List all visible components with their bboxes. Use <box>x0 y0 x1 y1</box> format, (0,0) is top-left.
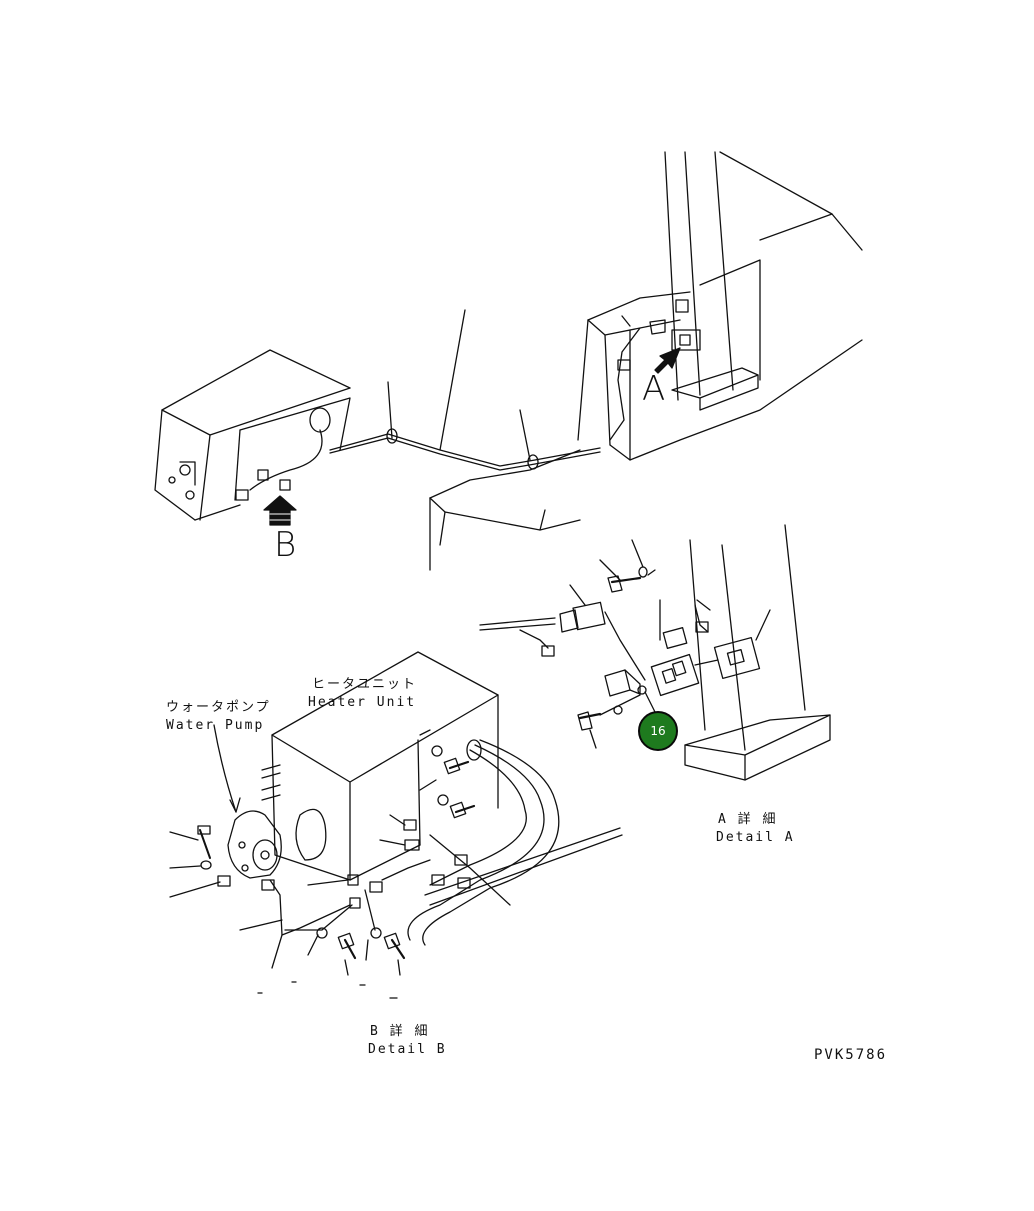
detail-b-label-jp: B 詳 細 <box>370 1024 430 1039</box>
detail-a-label-jp: A 詳 細 <box>718 812 778 827</box>
heater-box-overview <box>154 349 351 521</box>
callout-leader <box>644 691 656 713</box>
detail-b-label-en: Detail B <box>368 1042 447 1057</box>
heater-unit-label-jp: ヒータユニット <box>312 677 418 692</box>
detail-a-label-en: Detail A <box>716 830 795 845</box>
view-label-a: A <box>642 369 666 409</box>
view-label-b: B <box>274 525 297 565</box>
heater-unit-label-en: Heater Unit <box>308 695 417 710</box>
view-arrow-b <box>263 495 297 526</box>
view-arrow-a <box>654 347 681 374</box>
drawing-code: PVK5786 <box>814 1047 888 1063</box>
harness-cable <box>329 309 601 471</box>
cab-structure <box>429 151 863 571</box>
detail-b-drawing <box>169 651 623 999</box>
part-callout-16[interactable]: 16 <box>638 711 678 751</box>
detail-a-drawing <box>479 524 831 781</box>
water-pump-label-en: Water Pump <box>166 718 265 733</box>
water-pump-label-jp: ウォータポンプ <box>166 700 271 715</box>
